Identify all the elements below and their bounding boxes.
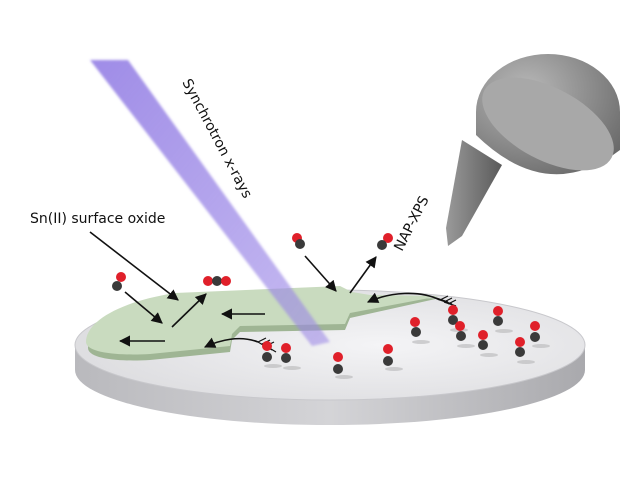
co-molecule xyxy=(281,343,301,370)
co-molecule xyxy=(493,306,513,333)
oxide-label: Sn(II) surface oxide xyxy=(30,211,165,227)
nap-xps-analyzer xyxy=(446,54,620,246)
co2-molecule xyxy=(203,276,231,286)
co-molecule xyxy=(383,344,403,371)
co-molecule xyxy=(410,317,430,344)
co-molecule xyxy=(515,337,535,364)
desorbing-co-molecule xyxy=(377,233,393,250)
oxide-label-pointer xyxy=(89,231,179,301)
co-molecule xyxy=(112,272,126,291)
analyzer-label: NAP-XPS xyxy=(391,193,432,253)
xray-beam xyxy=(90,60,330,346)
co-molecule xyxy=(478,330,498,357)
co-molecule xyxy=(530,321,550,348)
co-molecule xyxy=(292,233,305,249)
molecules xyxy=(112,233,550,379)
co-molecule xyxy=(455,321,475,348)
co-molecule xyxy=(333,352,353,379)
co-molecule xyxy=(262,341,282,368)
oxide-layer xyxy=(86,286,440,361)
reaction-arrows xyxy=(89,231,441,348)
